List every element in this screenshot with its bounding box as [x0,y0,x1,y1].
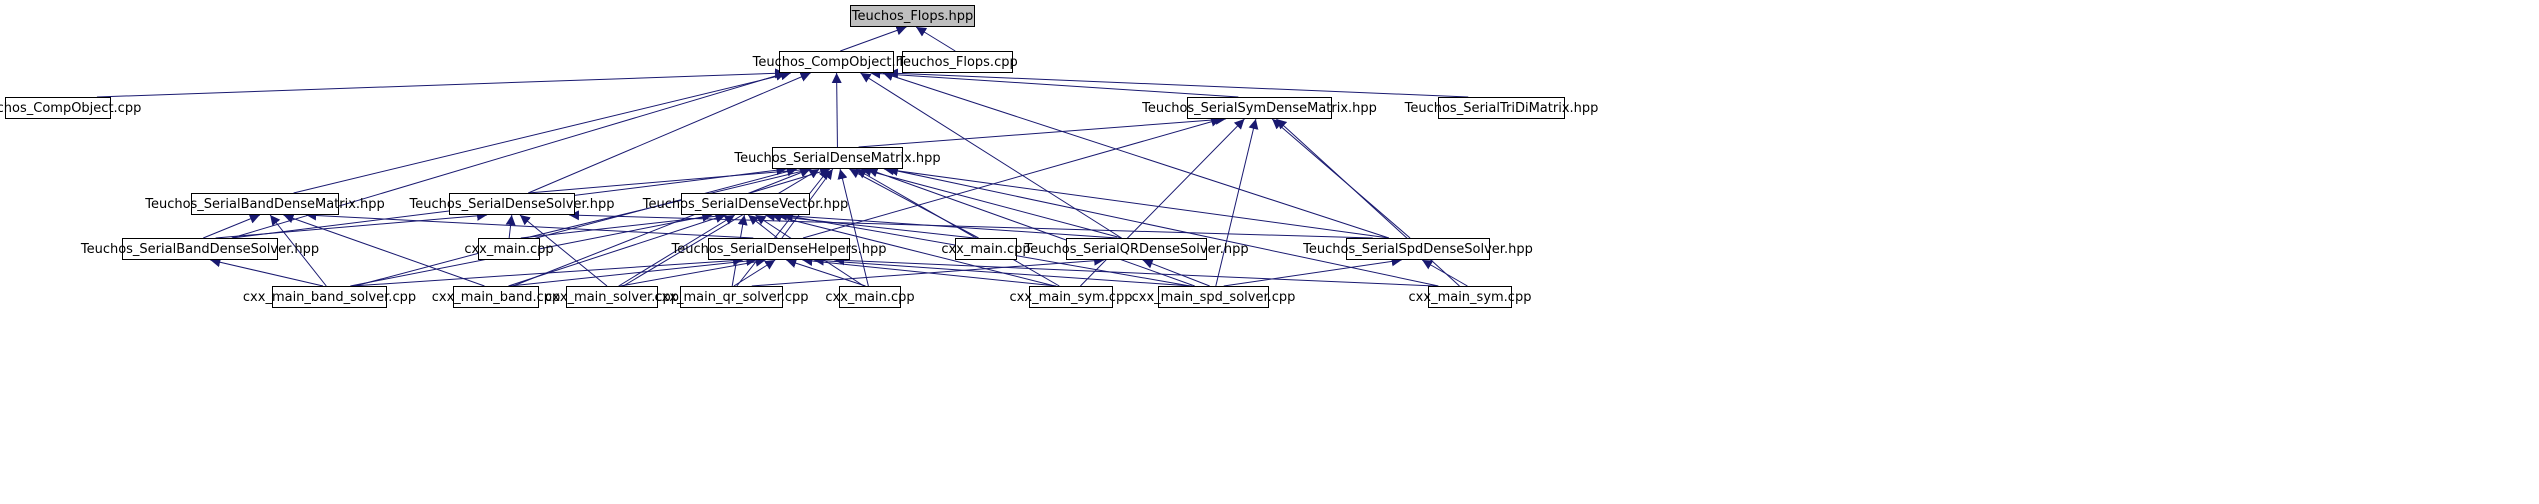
node-cxx-main-cpp[interactable]: cxx_main.cpp [941,238,1031,260]
node-teuchos-flops-cpp[interactable]: Teuchos_Flops.cpp [897,51,1018,73]
edge-cxx_main_sym_a-to-symdensematrix_hpp [1080,118,1245,287]
node-teuchos-flops-hpp[interactable]: Teuchos_Flops.hpp [850,5,975,27]
node-cxx-main-band-solver-cpp[interactable]: cxx_main_band_solver.cpp [243,286,416,308]
edge-cxx_main_band-to-densevector_hpp [508,213,726,287]
node-teuchos-serialtridimatrix-hpp[interactable]: Teuchos_SerialTriDiMatrix.hpp [1405,97,1598,119]
edge-densesolver_hpp-to-compobject_hpp [528,72,811,194]
node-cxx-main-sym-cpp[interactable]: cxx_main_sym.cpp [1409,286,1531,308]
edge-qrdensesolver_hpp-to-densevector_hpp [776,210,1117,239]
edge-cxx_main_solver-to-densematrix_hpp [623,168,820,287]
edge-compobject_hpp-to-flops_hpp [840,25,907,52]
edge-cxx_main_solver-to-densevector_hpp [618,214,736,287]
edge-cxx_main_spd_solver-to-densehelpers_hpp [813,255,1192,287]
edge-cxx_main_qr_solver-to-densehelpers_hpp [733,259,776,287]
edge-cxx_main_solver-to-densesolver_hpp [519,214,608,287]
node-cxx-main-qr-solver-cpp[interactable]: cxx_main_qr_solver.cpp [654,286,809,308]
node-teuchos-serialqrdensesolver-hpp[interactable]: Teuchos_SerialQRDenseSolver.hpp [1024,238,1249,260]
node-teuchos-serialbanddensematrix-hpp[interactable]: Teuchos_SerialBandDenseMatrix.hpp [145,193,385,215]
edge-cxx_main_cpp_a-to-densesolver_hpp [505,214,516,239]
edge-qrdensesolver_hpp-to-densematrix_hpp [861,166,1122,239]
edge-cxx_main_spd_solver-to-densematrix_hpp [867,167,1195,287]
edge-cxx_main_cpp_b-to-densevector_hpp [764,211,975,239]
node-cxx-main-band-cpp[interactable]: cxx_main_band.cpp [432,286,560,308]
edge-banddensematrix_hpp-to-compobject_hpp [293,70,791,194]
node-teuchos-compobject-hpp[interactable]: Teuchos_CompObject.hpp [753,51,920,73]
node-cxx-main-spd-solver-cpp[interactable]: cxx_main_spd_solver.cpp [1132,286,1295,308]
edge-densehelpers_hpp-to-densevector_hpp [747,214,778,239]
edge-spddensesolver_hpp-to-densematrix_hpp [883,165,1390,239]
edge-cxx_main_spd_solver-to-symdensematrix_hpp [1215,118,1259,287]
edge-cxx_main_band_solver-to-banddensesolver_hpp [210,257,324,287]
edge-densematrix_hpp-to-compobject_hpp [831,72,842,148]
edge-cxx_main_band-to-banddensematrix_hpp [283,213,485,287]
edge-cxx_main_band_solver-to-densematrix_hpp [354,166,797,287]
edge-cxx_main_band_solver-to-banddensematrix_hpp [269,214,327,287]
edge-cxx_main_qr_solver-to-densematrix_hpp [736,168,830,287]
edge-cxx_main_band-to-densehelpers_hpp [510,256,757,287]
edge-cxx_main_sym_a-to-densevector_hpp [771,212,1055,287]
edge-cxx_main_qr_solver-to-qrdensesolver_hpp [751,255,1105,287]
edge-banddensesolver_hpp-to-banddensematrix_hpp [203,214,260,239]
node-cxx-main-cpp[interactable]: cxx_main.cpp [825,286,915,308]
edge-spddensesolver_hpp-to-compobject_hpp [882,71,1390,239]
node-teuchos-compobject-cpp[interactable]: Teuchos_CompObject.cpp [0,97,141,119]
edge-densehelpers_hpp-to-banddensematrix_hpp [306,210,754,239]
edge-banddensesolver_hpp-to-densesolver_hpp [215,210,488,239]
edge-qrdensesolver_hpp-to-compobject_hpp [860,72,1122,239]
edge-compobject_cpp-to-compobject_hpp [96,68,786,98]
edge-cxx_main_spd_solver-to-qrdensesolver_hpp [1142,258,1210,287]
edge-cxx_main_sym_b-to-spddensesolver_hpp [1421,259,1468,287]
node-teuchos-serialdensematrix-hpp[interactable]: Teuchos_SerialDenseMatrix.hpp [734,147,941,169]
edge-densesolver_hpp-to-densematrix_hpp [528,164,812,194]
edge-densematrix_hpp-to-symdensematrix_hpp [858,114,1226,148]
node-cxx-main-cpp[interactable]: cxx_main.cpp [464,238,554,260]
edge-cxx_main_sym_b-to-symdensematrix_hpp [1276,118,1460,287]
edge-symdensematrix_hpp-to-compobject_hpp [870,68,1239,98]
edge-flops_cpp-to-flops_hpp [915,26,956,52]
edge-cxx_main_band_solver-to-densehelpers_hpp [351,255,744,287]
node-teuchos-serialspddensesolver-hpp[interactable]: Teuchos_SerialSpdDenseSolver.hpp [1303,238,1533,260]
edge-cxx_main_band-to-densematrix_hpp [512,168,811,287]
node-cxx-main-solver-cpp[interactable]: cxx_main_solver.cpp [545,286,679,308]
edge-cxx_main_sym_b-to-densematrix_hpp [887,166,1439,287]
node-teuchos-serialdensehelpers-hpp[interactable]: Teuchos_SerialDenseHelpers.hpp [672,238,887,260]
edge-densehelpers_hpp-to-symdensematrix_hpp [802,116,1222,239]
edge-cxx_main_cpp_c-to-densehelpers_hpp [786,258,866,287]
node-teuchos-serialdensesolver-hpp[interactable]: Teuchos_SerialDenseSolver.hpp [410,193,614,215]
node-teuchos-serialsymdensematrix-hpp[interactable]: Teuchos_SerialSymDenseMatrix.hpp [1142,97,1377,119]
node-teuchos-serialdensevector-hpp[interactable]: Teuchos_SerialDenseVector.hpp [643,193,848,215]
edge-tridimatrix_hpp-to-compobject_hpp [887,68,1469,98]
edge-cxx_main_sym_b-to-densehelpers_hpp [834,255,1436,287]
node-cxx-main-sym-cpp[interactable]: cxx_main_sym.cpp [1010,286,1132,308]
node-teuchos-serialbanddensesolver-hpp[interactable]: Teuchos_SerialBandDenseSolver.hpp [81,238,319,260]
edge-cxx_main_solver-to-densehelpers_hpp [620,256,766,287]
edge-cxx_main_spd_solver-to-spddensesolver_hpp [1223,256,1402,287]
